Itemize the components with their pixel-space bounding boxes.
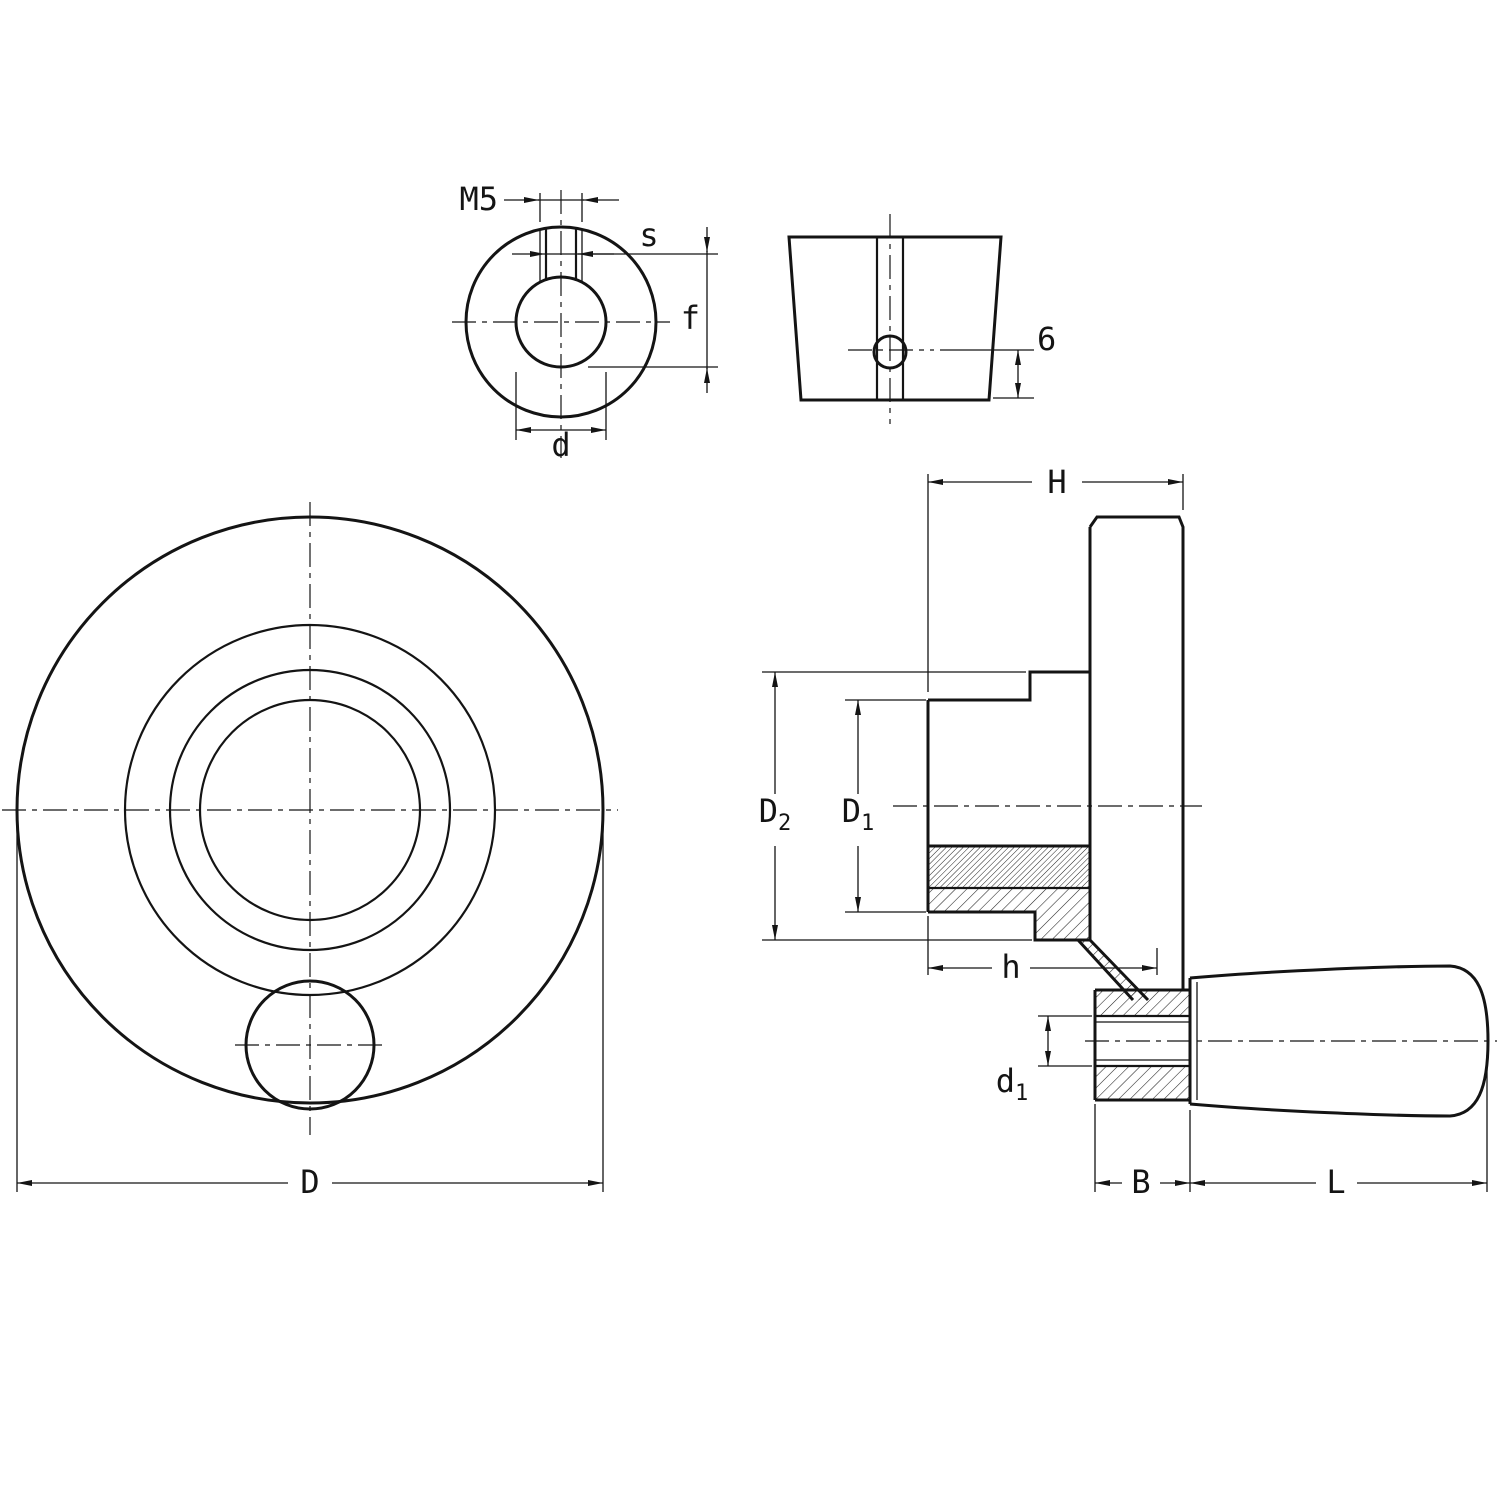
dimension-d: d [515,372,607,464]
dim-label-handle-bore: d1 [996,1062,1029,1106]
dimension-B: B [1094,1104,1191,1201]
dim-label-cross-hole: 6 [1037,320,1056,358]
hatch-bushing [928,846,1090,888]
dim-label-slot-depth: f [681,299,700,337]
handwheel-front-view: D [2,502,618,1201]
dimension-d1: d1 [996,1015,1092,1106]
dim-label-handle-length: L [1326,1163,1345,1201]
dimension-f: f [588,227,718,393]
dimension-6: 6 [940,320,1056,399]
handwheel-section-view: H D2 D1 h [759,463,1497,1201]
hub-top-outline [928,670,1090,702]
dimension-s: s [512,216,718,257]
hatch-boss-bottom [1095,1066,1190,1100]
dimension-D2: D2 [759,671,1032,941]
dimension-M5: M5 [459,180,619,222]
dimension-D: D [16,820,604,1201]
dim-label-hub-dia: D2 [759,792,792,836]
hatch-hub [928,888,1090,940]
dim-label-pilot-dia: D1 [842,792,875,836]
dimension-h: h [927,916,1158,986]
collar-side-view: 6 [787,214,1056,424]
dim-label-thread: M5 [459,180,498,218]
dim-label-boss-width: B [1131,1163,1150,1201]
hub-bottom-outline [928,910,1090,942]
dim-label-slot-width: s [639,216,658,254]
rim-outline [1088,515,1185,990]
collar-side-outline [787,235,1003,402]
dim-label-hub-width: H [1047,463,1066,501]
hatch-web [1078,940,1148,1000]
dimension-H: H [927,463,1184,692]
dimension-L: L [1190,1055,1488,1201]
dimension-D1: D1 [842,699,926,913]
dim-label-bore: d [551,426,570,464]
collar-front-view: M5 s f d [452,180,718,464]
dim-label-wheel-dia: D [300,1163,319,1201]
hatch-boss-top [1095,990,1190,1016]
dim-label-hub-length: h [1001,948,1020,986]
